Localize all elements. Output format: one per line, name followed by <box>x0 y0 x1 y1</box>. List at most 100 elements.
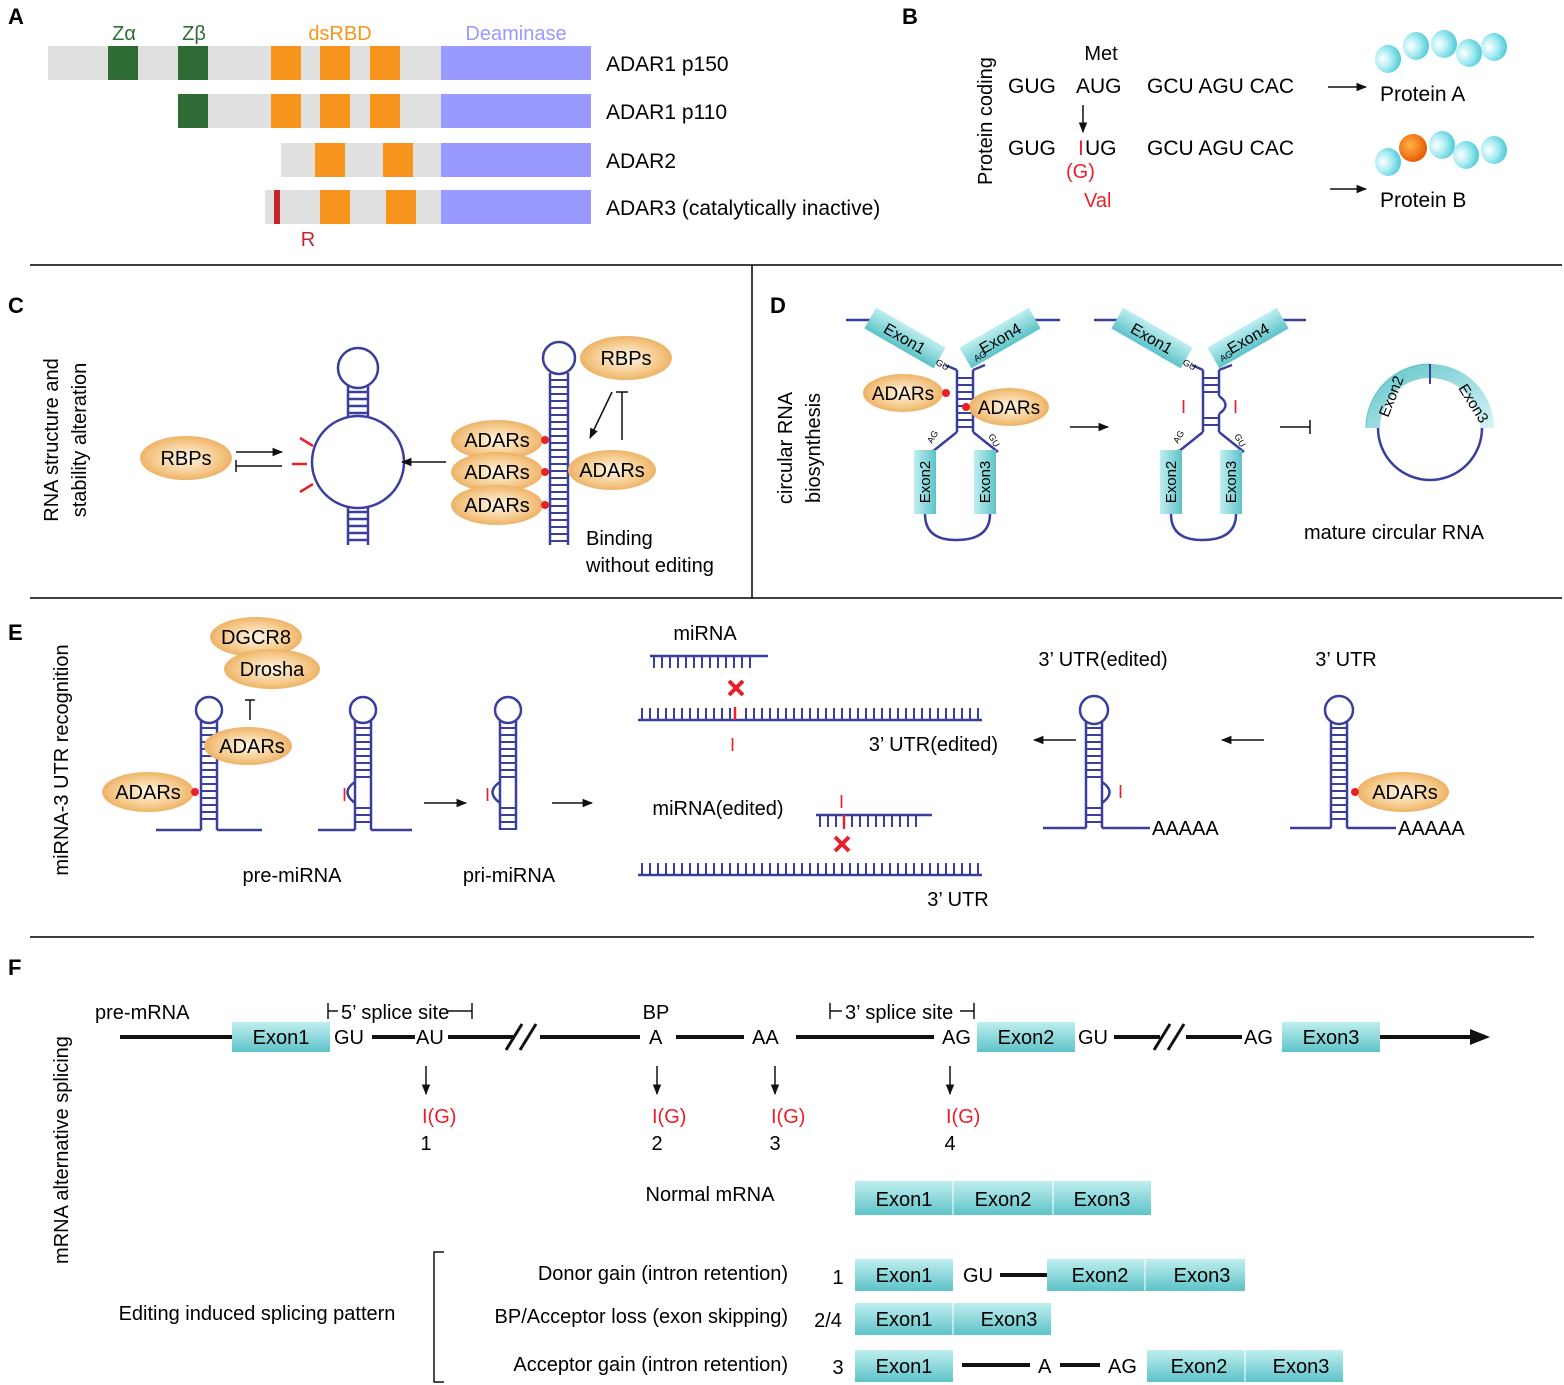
drosha-ellipse <box>224 649 320 689</box>
codons-rest-2: GCU AGU CAC <box>1147 137 1294 160</box>
p1-exon1: Exon1 <box>876 1265 933 1287</box>
dgcr8-label: DGCR8 <box>221 627 291 649</box>
side-label-protein-coding: Protein coding <box>975 57 997 185</box>
exon3-box-f <box>1282 1022 1380 1052</box>
codons-rest-1: GCU AGU CAC <box>1147 75 1294 98</box>
drosha-label: Drosha <box>240 659 305 681</box>
mirna-strand-1 <box>650 654 768 668</box>
ig-site-4: I(G) <box>946 1106 980 1128</box>
hairpin-e2-rungs <box>355 727 371 823</box>
hairpin-bulged <box>310 346 406 545</box>
ag-label-f1: AG <box>942 1027 971 1049</box>
p3-ag: AG <box>1108 1356 1137 1378</box>
protein-bar-adar1-p110 <box>178 94 591 128</box>
mirna-edited-label: miRNA(edited) <box>652 798 783 820</box>
adars-ellipse-c4 <box>568 450 656 490</box>
dgcr8-ellipse <box>210 617 302 657</box>
pattern-name-2: BP/Acceptor loss (exon skipping) <box>495 1306 788 1328</box>
edited-i: I <box>1078 137 1084 160</box>
binding-label-1: Binding <box>586 528 653 550</box>
red-x-2 <box>833 835 851 853</box>
ig-site-1: I(G) <box>422 1106 456 1128</box>
ig-site-2: I(G) <box>652 1106 686 1128</box>
panel-letter-d: D <box>770 293 786 318</box>
gu-label-d1b: GU <box>986 432 1001 449</box>
hairpin-e2 <box>318 695 412 832</box>
label-val: Val <box>1084 190 1111 212</box>
label-deaminase: Deaminase <box>465 23 566 45</box>
edit-i-e5: I <box>1118 782 1123 802</box>
edit-dot-e1 <box>191 788 199 796</box>
protein-b-beads <box>1375 131 1507 176</box>
adars-ellipse-c3 <box>451 485 543 525</box>
panel-a: A Zα Zβ dsRBD Deaminase ADAR1 p150 ADAR1… <box>8 4 880 251</box>
site-num-1: 1 <box>420 1133 431 1155</box>
protein-bar-adar1-p150 <box>48 46 591 80</box>
splice3-label: 3’ splice site <box>845 1002 953 1024</box>
pattern-1-exons <box>855 1259 1245 1291</box>
exon3-label-d2: Exon3 <box>1223 461 1240 504</box>
p3-exon1: Exon1 <box>876 1356 933 1378</box>
side-label-d-2: biosynthesis <box>803 393 825 503</box>
protein-bar-adar3 <box>265 190 591 224</box>
ag-label-d1b: AG <box>925 429 940 445</box>
hairpin-e5 <box>1290 694 1396 830</box>
panel-e: E miRNA-3 UTR recognition DGCR8 Drosha A… <box>8 617 1465 911</box>
break-marks-2 <box>1152 1023 1186 1051</box>
p1-gu: GU <box>963 1265 993 1287</box>
au-label-f: AU <box>416 1027 444 1049</box>
adars-ellipse-e3 <box>1357 772 1449 812</box>
a-label-f: A <box>649 1027 663 1049</box>
p1-exon2: Exon2 <box>1072 1265 1129 1287</box>
panel-d: D circular RNA biosynthesis <box>770 293 1494 544</box>
exon2-label-d2: Exon2 <box>1163 461 1180 504</box>
edit-dot-c2 <box>541 468 549 476</box>
site-num-3: 3 <box>769 1133 780 1155</box>
label-dsrbd: dsRBD <box>308 23 371 45</box>
hairpin-e3 <box>491 695 523 830</box>
side-label-f: mRNA alternative splicing <box>51 1036 73 1264</box>
ig-site-3: I(G) <box>771 1106 805 1128</box>
pattern-name-1: Donor gain (intron retention) <box>538 1263 788 1285</box>
circrna-precursor-2: Exon1 Exon4 GU AG I I Exon2 Exon3 AG GU <box>1094 307 1306 542</box>
ag-label-d2b: AG <box>1171 429 1186 445</box>
exon2-label-f: Exon2 <box>998 1027 1055 1049</box>
p2-exon1: Exon1 <box>876 1309 933 1331</box>
mature-circular-rna: Exon2 Exon3 <box>1365 363 1494 482</box>
break-marks-1 <box>504 1023 538 1051</box>
pri-mirna-label: pri-miRNA <box>463 865 556 887</box>
aa-label-f: AA <box>752 1027 779 1049</box>
label-protein-a: Protein A <box>1380 83 1465 106</box>
panel-letter-e: E <box>8 620 23 645</box>
normal-exon2: Exon2 <box>975 1189 1032 1211</box>
circrna-precursor-1: Exon1 Exon4 GU AG Exon2 Exon3 AG GU ADAR… <box>846 307 1060 542</box>
hairpin-e4 <box>1043 694 1150 830</box>
splice3-bracket <box>829 1003 975 1019</box>
edit-i-e2: I <box>485 785 490 805</box>
site-num-2: 2 <box>651 1133 662 1155</box>
hairpin-e4-rungs <box>1086 727 1102 823</box>
mirna-label: miRNA <box>673 623 737 645</box>
edit-i-e3: I <box>730 735 735 755</box>
splice5-label: 5’ splice site <box>341 1002 449 1024</box>
adars-label-c1: ADARs <box>464 430 530 452</box>
codon-iug: UG <box>1085 137 1117 160</box>
pre-mrna-arrowhead <box>1470 1029 1490 1045</box>
edit-marks-c <box>292 436 314 494</box>
edit-i-e1: I <box>342 785 347 805</box>
utr-edited-label-2: 3’ UTR(edited) <box>1038 649 1167 671</box>
pattern-name-3: Acceptor gain (intron retention) <box>513 1354 788 1376</box>
side-label-d-1: circular RNA <box>775 391 797 504</box>
adars-ellipse-e2 <box>102 772 194 812</box>
panel-c: C RNA structure and stability alteration… <box>8 293 714 577</box>
p3-a: A <box>1038 1356 1052 1378</box>
p3-exon3: Exon3 <box>1273 1356 1330 1378</box>
adars-label-d2: ADARs <box>978 398 1040 419</box>
polya-label-1: AAAAA <box>1152 818 1219 840</box>
rbps-label-right: RBPs <box>600 348 651 370</box>
adars-ellipse-c2 <box>451 452 543 492</box>
splice5-bracket <box>327 1003 473 1019</box>
panel-letter-a: A <box>8 4 24 29</box>
gu-label-d2b: GU <box>1232 432 1247 449</box>
